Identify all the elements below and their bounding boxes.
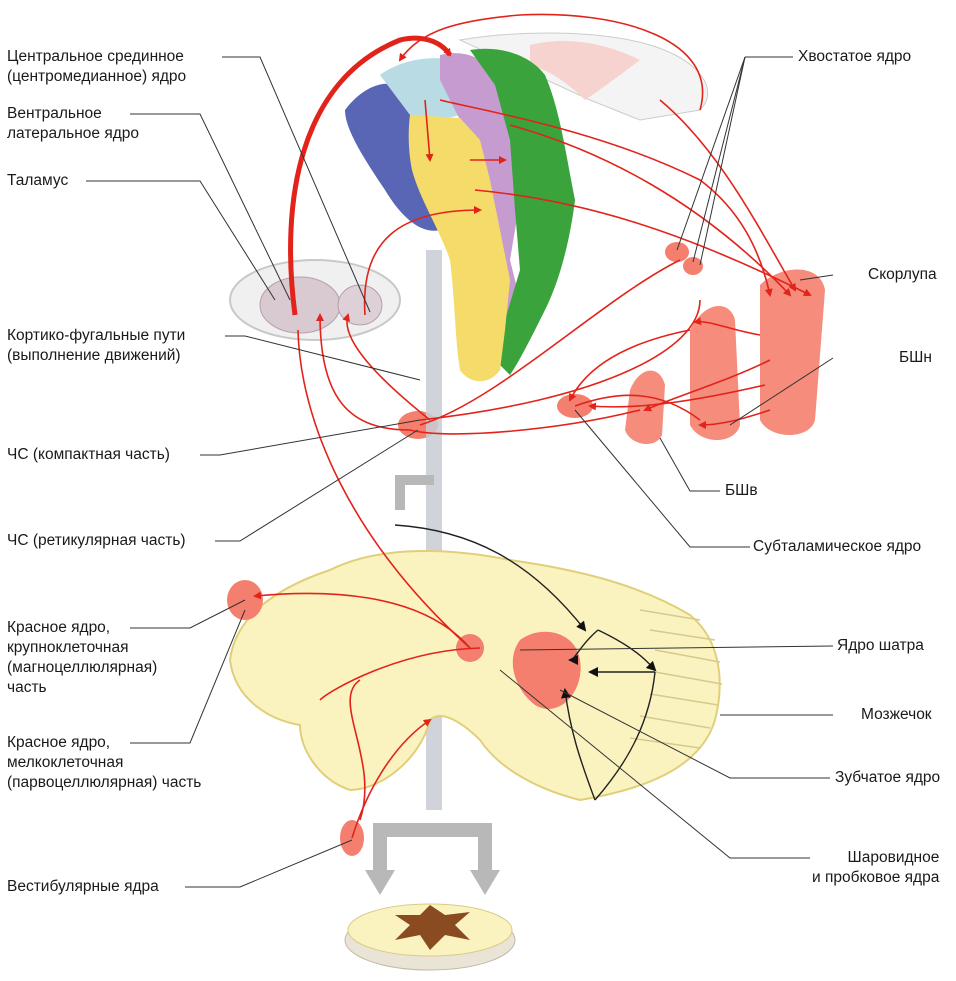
- label-globose-emboliform-nuclei: Шаровидное и пробковое ядра: [812, 848, 939, 888]
- label-substantia-nigra-reticular: ЧС (ретикулярная часть): [7, 531, 186, 551]
- cerebellum-body: [230, 551, 720, 800]
- gpi-shape: [625, 371, 665, 444]
- cerebellum: [227, 551, 722, 856]
- label-globus-pallidus-internal: БШв: [725, 481, 758, 501]
- gpe-shape: [690, 306, 740, 440]
- spinal-cord-section: [345, 904, 515, 970]
- label-red-nucleus-magnocellular: Красное ядро, крупноклеточная (магноцелл…: [7, 618, 157, 698]
- label-ventral-lateral-nucleus: Вентральное латеральное ядро: [7, 104, 139, 144]
- label-cerebellum: Мозжечок: [861, 705, 932, 725]
- label-caudate-nucleus: Хвостатое ядро: [798, 47, 911, 67]
- label-central-median-nucleus: Центральное срединное (центромедианное) …: [7, 47, 186, 87]
- label-vestibular-nuclei: Вестибулярные ядра: [7, 877, 159, 897]
- label-fastigial-nucleus: Ядро шатра: [837, 636, 924, 656]
- label-subthalamic-nucleus: Субталамическое ядро: [753, 537, 921, 557]
- caudate-shape-2: [683, 257, 703, 275]
- label-substantia-nigra-compact: ЧС (компактная часть): [7, 445, 170, 465]
- label-dentate-nucleus: Зубчатое ядро: [835, 768, 940, 788]
- caudate-shape-1: [665, 242, 689, 262]
- label-thalamus: Таламус: [7, 171, 68, 191]
- label-globus-pallidus-external: БШн: [899, 348, 932, 368]
- cerebral-cortex: [345, 33, 708, 381]
- thalamus-section: [230, 260, 400, 340]
- label-putamen: Скорлупа: [868, 265, 937, 285]
- label-red-nucleus-parvocellular: Красное ядро, мелкоклеточная (парвоцеллю…: [7, 733, 201, 793]
- label-corticofugal-pathways: Кортико-фугальные пути (выполнение движе…: [7, 326, 185, 366]
